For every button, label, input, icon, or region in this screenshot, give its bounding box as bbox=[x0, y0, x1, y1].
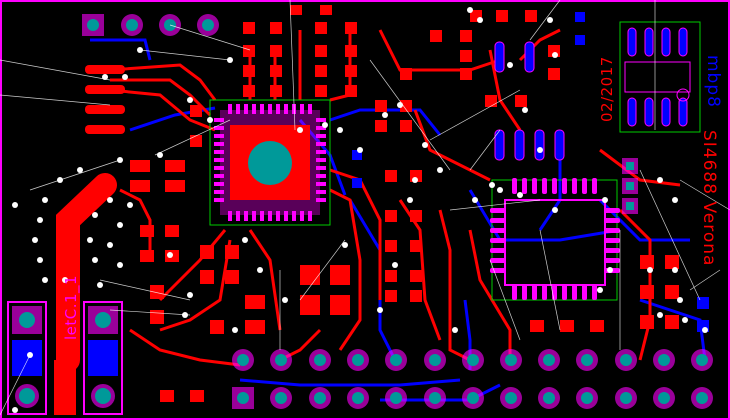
bottom-header-row-2[interactable] bbox=[232, 387, 713, 409]
main-ic-thermal-drill bbox=[248, 141, 292, 185]
soic-ic[interactable] bbox=[619, 21, 701, 133]
left-oval-pads[interactable] bbox=[85, 65, 125, 134]
component-label: letC.1_1 bbox=[62, 275, 81, 340]
soic-pins bbox=[627, 27, 688, 127]
main-ic-qfn[interactable] bbox=[209, 99, 331, 226]
date-label: 02/2017 bbox=[598, 56, 616, 122]
main-ic-courtyard bbox=[209, 99, 331, 226]
main-ic-pins-bottom bbox=[228, 211, 312, 221]
soic-body bbox=[624, 61, 691, 93]
second-ic-pins-top bbox=[512, 178, 597, 194]
product-label: SI4688 Verona bbox=[699, 130, 719, 266]
capacitor-middle-pad[interactable] bbox=[54, 360, 76, 415]
main-ic-pins-right bbox=[316, 118, 326, 202]
designer-label: mbp8 bbox=[703, 55, 723, 108]
second-ic-pins-left bbox=[490, 208, 506, 273]
vias bbox=[12, 7, 708, 413]
bottom-header-row-1[interactable] bbox=[232, 349, 713, 371]
power-trace bbox=[56, 173, 117, 372]
capacitor-right[interactable] bbox=[83, 301, 123, 415]
side-header-pads[interactable] bbox=[622, 158, 638, 214]
main-ic-pins-top bbox=[228, 104, 312, 114]
soic-courtyard bbox=[619, 21, 701, 133]
main-ic-pins-left bbox=[214, 118, 224, 202]
top-header-pads[interactable] bbox=[82, 14, 219, 36]
second-ic-pins-bottom bbox=[512, 284, 597, 300]
smd-pads[interactable] bbox=[130, 5, 679, 402]
capacitor-left[interactable] bbox=[7, 301, 47, 415]
soic-pin1-mark bbox=[676, 88, 690, 102]
crystal-pads[interactable] bbox=[494, 41, 565, 161]
